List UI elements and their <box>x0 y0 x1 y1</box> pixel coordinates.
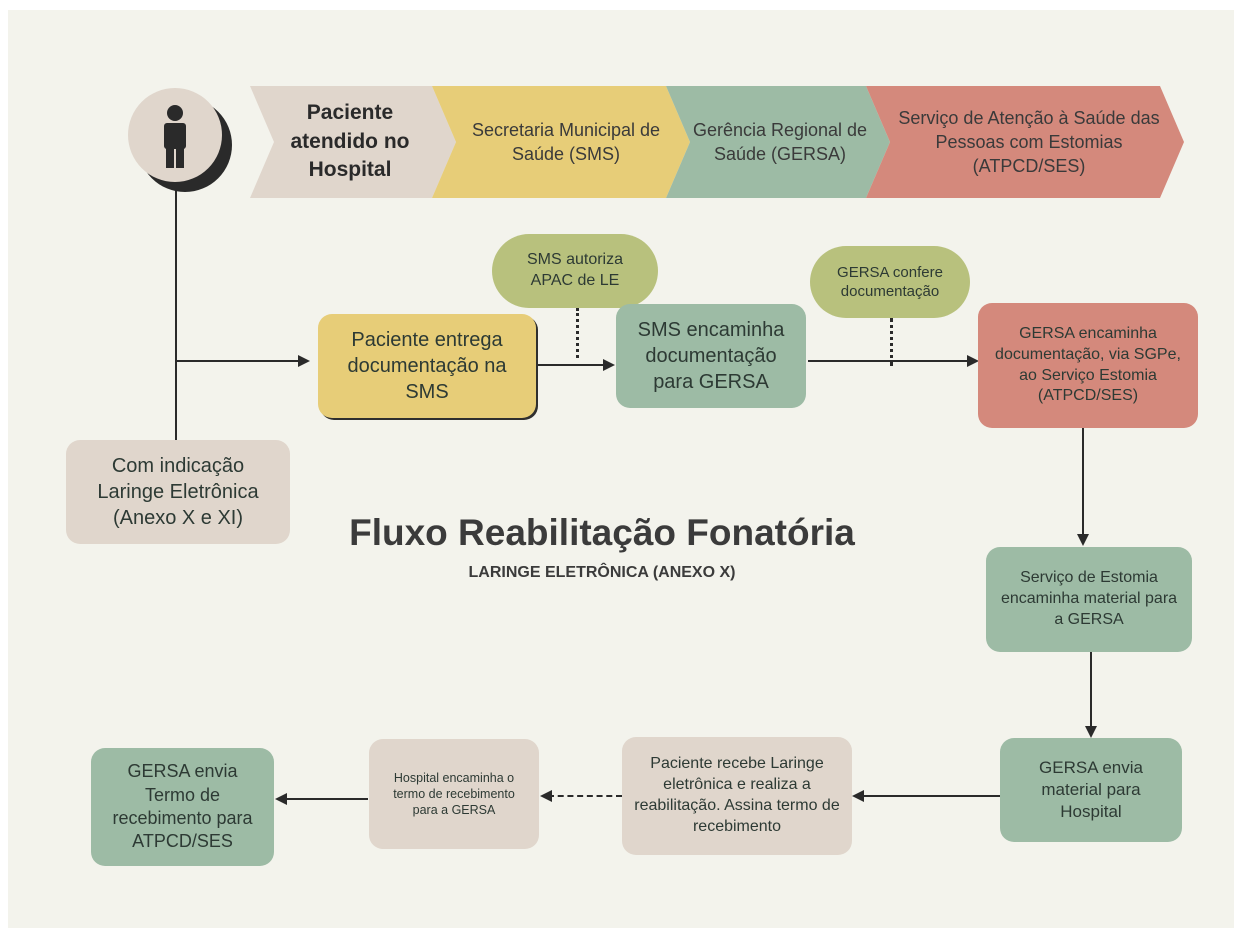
stage-shape-sms <box>432 86 690 198</box>
connector-dashed <box>548 795 622 797</box>
stage-hospital: Paciente atendido no Hospital <box>290 101 410 182</box>
node-gersa-envia-termo: GERSA envia Termo de recebimento para AT… <box>91 748 274 866</box>
stage-shape-hospital <box>250 86 456 198</box>
arrowhead-gersa-termo <box>275 793 287 805</box>
arrowhead-gersa-material <box>1085 726 1097 738</box>
node-servico-estomia: Serviço de Estomia encaminha material pa… <box>986 547 1192 652</box>
stage-sms: Secretaria Municipal de Saúde (SMS) <box>471 119 661 164</box>
node-hospital-encaminha: Hospital encaminha o termo de recebiment… <box>369 739 539 849</box>
connector-to-sms-encaminha <box>538 364 606 366</box>
stage-atpcd: Serviço de Atenção à Saúde das Pessoas c… <box>898 107 1160 177</box>
node-gersa-envia-material: GERSA envia material para Hospital <box>1000 738 1182 842</box>
connector-vertical <box>175 186 177 440</box>
person-icon <box>128 88 222 182</box>
arrowhead-gersa-encaminha <box>967 355 979 367</box>
dotted-link-gersa-confere <box>890 318 893 366</box>
connector-to-paciente-recebe <box>862 795 1002 797</box>
connector-to-entrega <box>176 360 300 362</box>
arrowhead-paciente-recebe <box>852 790 864 802</box>
stage-shape-atpcd <box>866 86 1184 198</box>
node-paciente-recebe: Paciente recebe Laringe eletrônica e rea… <box>622 737 852 855</box>
node-sms-encaminha: SMS encaminha documentação para GERSA <box>616 304 806 408</box>
node-entrega: Paciente entrega documentação na SMS <box>318 314 536 418</box>
stage-shape-gersa <box>666 86 890 198</box>
page-subtitle: LARINGE ELETRÔNICA (ANEXO X) <box>468 564 736 581</box>
node-sms-autoriza: SMS autoriza APAC de LE <box>492 234 658 308</box>
arrowhead-servico <box>1077 534 1089 546</box>
node-gersa-encaminha: GERSA encaminha documentação, via SGPe, … <box>978 303 1198 428</box>
connector-to-gersa-encaminha <box>808 360 970 362</box>
connector-to-gersa-material <box>1090 652 1092 728</box>
dotted-link-sms-autoriza <box>576 308 579 358</box>
arrowhead-entrega <box>298 355 310 367</box>
connector-to-gersa-termo <box>284 798 368 800</box>
arrowhead-sms-encaminha <box>603 359 615 371</box>
page-title: Fluxo Reabilitação Fonatória <box>349 512 855 553</box>
node-gersa-confere: GERSA confere documentação <box>810 246 970 318</box>
connector-to-servico <box>1082 424 1084 536</box>
stage-gersa: Gerência Regional de Saúde (GERSA) <box>692 119 868 164</box>
arrowhead-hospital-encaminha <box>540 790 552 802</box>
node-indicacao: Com indicação Laringe Eletrônica (Anexo … <box>66 440 290 544</box>
